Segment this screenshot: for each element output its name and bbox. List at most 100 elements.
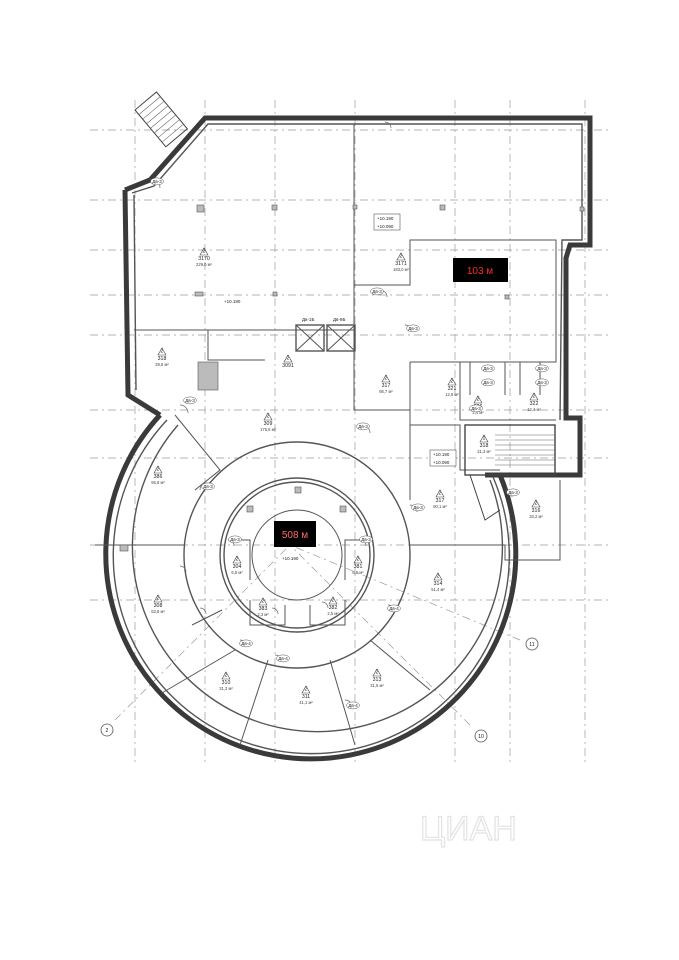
exterior-walls: [103, 115, 593, 762]
door-tag: Дв-3: [358, 424, 368, 429]
door-tag: Дв-3: [361, 537, 371, 542]
room-area: 2,3 м²: [257, 612, 269, 617]
room-marker: [435, 489, 445, 498]
area-highlight-103: 103 м: [453, 258, 508, 282]
room-area: 2,5 м²: [327, 611, 339, 616]
elevation-label: +10.190: [224, 299, 241, 304]
room-area: 6,5 м²: [352, 570, 364, 575]
room-floor: 2: [400, 254, 403, 260]
door-tag-frame: [535, 364, 549, 373]
room-marker: [283, 354, 293, 363]
door-tag-frame: [150, 177, 164, 186]
room-floor: 1: [483, 436, 486, 442]
columns: [119, 204, 585, 552]
room-floor: 2: [157, 596, 160, 602]
room-area: 29,8 м²: [155, 362, 169, 367]
door-tag: Дв-4: [348, 703, 358, 708]
door-tag: Дв-3: [483, 366, 493, 371]
room-floor: 2: [533, 394, 536, 400]
room-number: 311: [302, 694, 310, 700]
watermark-text: ЦИАН: [420, 810, 517, 848]
room-marker: [232, 555, 242, 564]
room-area: 41,1 м²: [299, 700, 313, 705]
door-tag: Дв-3: [230, 537, 240, 542]
door-tag-frame: [411, 503, 425, 512]
room-area: 183,0 м²: [393, 267, 410, 272]
room-number: 318: [480, 443, 489, 449]
door-tag: Дв-3: [471, 406, 481, 411]
room-area: 6,5 м²: [231, 570, 243, 575]
door-tag: Дв-4: [389, 606, 399, 611]
door-tag-frame: [239, 639, 253, 648]
room-floor: 2: [157, 467, 160, 473]
door-tag-frame: [356, 422, 370, 431]
room-floor: 2: [225, 673, 228, 679]
area-highlight-508: 508 м: [274, 521, 316, 547]
door-tag: Дв-3: [152, 179, 162, 184]
lift-label: Дв-1Б: [302, 317, 314, 322]
axis-marker-label: 11: [529, 642, 534, 648]
highlight-label-103: 103 м: [467, 266, 493, 277]
room-marker: [258, 597, 268, 606]
door-tag-frame: [481, 364, 495, 373]
door-tag-frame: [387, 604, 401, 613]
room-marker: [433, 572, 443, 581]
room-area: 175,6 м²: [260, 427, 277, 432]
room-area: 12,4 м²: [527, 407, 541, 412]
highlight-label-508: 508 м: [282, 530, 308, 541]
room-marker: [153, 465, 163, 474]
room-number: 317: [382, 383, 391, 389]
room-marker: [396, 252, 406, 261]
room-area: 60,1 м²: [433, 504, 447, 509]
room-floor: 2: [439, 491, 442, 497]
room-marker: [157, 347, 167, 356]
door-tag: Дв-3: [185, 398, 195, 403]
room-floor: 2: [262, 599, 265, 605]
room-marker: [479, 434, 489, 443]
door-tags: Дв-3Дв-3Дв-3Дв-3Дв-3Дв-4Дв-4Дв-4Дв-4Дв-3…: [150, 177, 549, 710]
room-floor: 2: [376, 670, 379, 676]
elevation-label: +10.090: [377, 224, 394, 229]
room-floor: 2: [385, 376, 388, 382]
door-tag-frame: [183, 396, 197, 405]
room-marker: [263, 412, 273, 421]
room-marker: [381, 374, 391, 383]
door-tag-frame: [201, 482, 215, 491]
door-tag: Дв-3: [413, 505, 423, 510]
door-tag: Дв-3: [203, 484, 213, 489]
room-marker: [531, 499, 541, 508]
room-floor: 2: [236, 557, 239, 563]
room-floor: 2: [161, 349, 164, 355]
room-number: 316: [532, 508, 541, 514]
door-tag: Дв-3: [508, 490, 518, 495]
room-marker: [221, 671, 231, 680]
elevation-label: +10.190: [433, 452, 450, 457]
elevation-label: +10.190: [377, 216, 394, 221]
door-tag: Дв-4: [278, 656, 288, 661]
room-floor: 2: [477, 397, 480, 403]
door-tag-frame: [535, 378, 549, 387]
room-area: 33,2 м²: [529, 514, 543, 519]
room-marker: [199, 247, 209, 256]
door-tag: Дв-3: [537, 380, 547, 385]
room-floor: 2: [437, 574, 440, 580]
room-number: 3171: [395, 261, 407, 267]
room-area: 86,7 м²: [379, 389, 393, 394]
door-tag: Дв-4: [241, 641, 251, 646]
room-marker: [328, 596, 338, 605]
room-number: 386: [154, 474, 163, 480]
room-marker: [153, 594, 163, 603]
elevation-marks: +10.190 +10.090 +10.190 +10.090 +10.190 …: [224, 213, 457, 561]
stairs: [134, 91, 556, 521]
room-number: 314: [434, 581, 443, 587]
